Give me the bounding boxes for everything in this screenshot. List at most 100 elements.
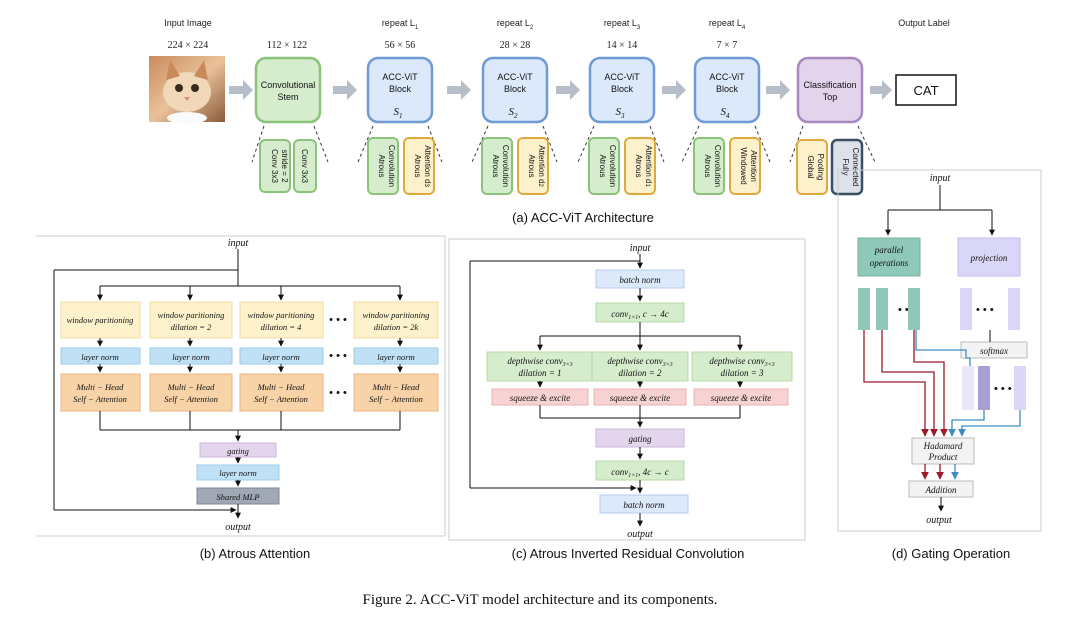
svg-text:layer norm: layer norm	[262, 352, 300, 362]
svg-text:squeeze & excite: squeeze & excite	[510, 393, 570, 403]
svg-text:gating: gating	[227, 446, 249, 456]
d-softmax: softmax	[960, 341, 1028, 359]
stem-conv-3x3: Conv 3x3	[293, 139, 317, 193]
c-conv-proj: conv1×1, 4c → c	[595, 460, 685, 481]
svg-text:S4: S4	[721, 106, 731, 120]
svg-text:Connected: Connected	[851, 148, 860, 187]
svg-text:Attention d3: Attention d3	[423, 145, 432, 187]
svg-text:dilation = 3: dilation = 3	[720, 368, 764, 378]
c-conv-expand: conv1×1, c → 4c	[595, 302, 685, 323]
svg-text:batch norm: batch norm	[623, 500, 665, 510]
svg-text:Attention d1: Attention d1	[644, 145, 653, 187]
svg-text:Block: Block	[611, 84, 634, 94]
svg-text:repeat L2: repeat L2	[497, 18, 534, 31]
svg-text:dilation = 1: dilation = 1	[518, 368, 561, 378]
classification-top: Classification Top Global Pooling Fully …	[789, 56, 876, 196]
arrow-s4	[662, 80, 686, 100]
svg-text:S1: S1	[394, 106, 403, 120]
svg-text:• • •: • • •	[329, 314, 347, 326]
svg-text:Hadamard: Hadamard	[923, 441, 963, 451]
c-dw-3: depthwise conv3×3 dilation = 3	[691, 351, 793, 382]
svg-text:window paritioning: window paritioning	[67, 315, 134, 325]
c-batch-norm-top: batch norm	[595, 269, 685, 289]
svg-text:Atrous: Atrous	[598, 154, 607, 177]
svg-text:ACC-ViT: ACC-ViT	[497, 72, 533, 82]
svg-text:layer norm: layer norm	[377, 352, 415, 362]
svg-text:ACC-ViT: ACC-ViT	[604, 72, 640, 82]
svg-text:layer norm: layer norm	[81, 352, 119, 362]
arrow-s3	[556, 80, 580, 100]
svg-text:Multi − Head: Multi − Head	[167, 382, 216, 392]
c-output: output	[627, 529, 653, 540]
svg-text:Product: Product	[928, 452, 958, 462]
svg-text:Block: Block	[504, 84, 527, 94]
svg-text:Convolutional: Convolutional	[261, 80, 316, 90]
b-gating: gating	[199, 442, 277, 458]
svg-text:Classification: Classification	[803, 80, 856, 90]
arrow-stem	[229, 80, 253, 100]
d-input: input	[930, 173, 951, 184]
b-branch-1: window paritioning layer norm Multi − He…	[60, 286, 141, 430]
svg-text:Convolution: Convolution	[713, 145, 722, 187]
stage-s4: repeat L4 7 × 7 ACC-ViT Block S4 Atrous …	[681, 18, 771, 195]
svg-text:7 × 7: 7 × 7	[717, 40, 738, 51]
stage-s2: repeat L2 28 × 28 ACC-ViT Block S2 Atrou…	[471, 18, 558, 195]
svg-text:Block: Block	[389, 84, 412, 94]
panel-b: input window paritioning layer norm Mult…	[36, 235, 446, 561]
svg-text:14 × 14: 14 × 14	[607, 40, 638, 51]
svg-text:window paritioning: window paritioning	[363, 310, 430, 320]
svg-text:window paritioning: window paritioning	[158, 310, 225, 320]
svg-text:Stem: Stem	[277, 92, 298, 102]
b-layer-norm-2: layer norm	[196, 464, 280, 481]
svg-text:• • •: • • •	[976, 304, 994, 316]
svg-text:parallel: parallel	[874, 245, 904, 255]
d-projection-features: • • •	[960, 288, 1020, 330]
svg-text:Atrous: Atrous	[377, 154, 386, 177]
c-se-3: squeeze & excite	[693, 388, 789, 406]
svg-text:squeeze & excite: squeeze & excite	[610, 393, 670, 403]
flow-arrows	[229, 80, 892, 100]
svg-text:CAT: CAT	[913, 83, 938, 98]
d-output: output	[926, 515, 952, 526]
svg-text:Atrous: Atrous	[413, 154, 422, 177]
panel-b-caption: (b) Atrous Attention	[200, 546, 311, 561]
svg-text:Pooling: Pooling	[816, 154, 825, 181]
output-label-caption: Output Label	[898, 18, 950, 28]
svg-text:projection: projection	[970, 253, 1008, 263]
svg-text:depthwise conv3×3: depthwise conv3×3	[607, 356, 672, 368]
c-dw-2: depthwise conv3×3 dilation = 2	[591, 351, 689, 382]
svg-text:operations: operations	[870, 258, 909, 268]
stage-s3: repeat L3 14 × 14 ACC-ViT Block S3 Atrou…	[577, 18, 665, 195]
arrow-s1	[333, 80, 357, 100]
svg-text:Fully: Fully	[841, 159, 850, 176]
output-cat-box: CAT	[895, 74, 957, 106]
arrow-s2	[447, 80, 471, 100]
svg-text:dilation = 2: dilation = 2	[618, 368, 662, 378]
b-branch-3: window paritioning dilation = 4 layer no…	[239, 286, 324, 430]
c-se-2: squeeze & excite	[593, 388, 687, 406]
b-shared-mlp: Shared MLP	[196, 487, 280, 505]
arrow-out	[870, 80, 892, 100]
input-kitten-image	[149, 56, 225, 124]
panel-c: input batch norm conv1×1, c → 4c depthwi…	[448, 238, 806, 561]
svg-text:conv1×1, c → 4c: conv1×1, c → 4c	[611, 309, 669, 321]
b-branch-k: window paritioning dilation = 2k layer n…	[353, 286, 439, 430]
svg-text:depthwise conv3×3: depthwise conv3×3	[709, 356, 774, 368]
panel-d-caption: (d) Gating Operation	[892, 546, 1011, 561]
panel-a: Input Image 224 × 224 112 × 122	[149, 18, 957, 225]
svg-text:ACC-ViT: ACC-ViT	[382, 72, 418, 82]
svg-text:Conv 3x3: Conv 3x3	[270, 149, 279, 183]
b-ellipsis: • • • • • • • • •	[329, 314, 347, 399]
svg-text:dilation = 2k: dilation = 2k	[374, 322, 419, 332]
svg-text:S2: S2	[509, 106, 519, 120]
panel-d: input parallel operations projection • •…	[837, 169, 1042, 561]
d-softmax-features: • • •	[962, 366, 1026, 410]
svg-text:gating: gating	[628, 434, 652, 444]
svg-text:Convolution: Convolution	[501, 145, 510, 187]
svg-text:Self − Attention: Self − Attention	[164, 394, 218, 404]
svg-text:ACC-ViT: ACC-ViT	[709, 72, 745, 82]
svg-text:Self − Attention: Self − Attention	[369, 394, 423, 404]
svg-text:conv1×1, 4c → c: conv1×1, 4c → c	[611, 467, 669, 479]
d-hadamard: Hadamard Product	[911, 437, 975, 465]
